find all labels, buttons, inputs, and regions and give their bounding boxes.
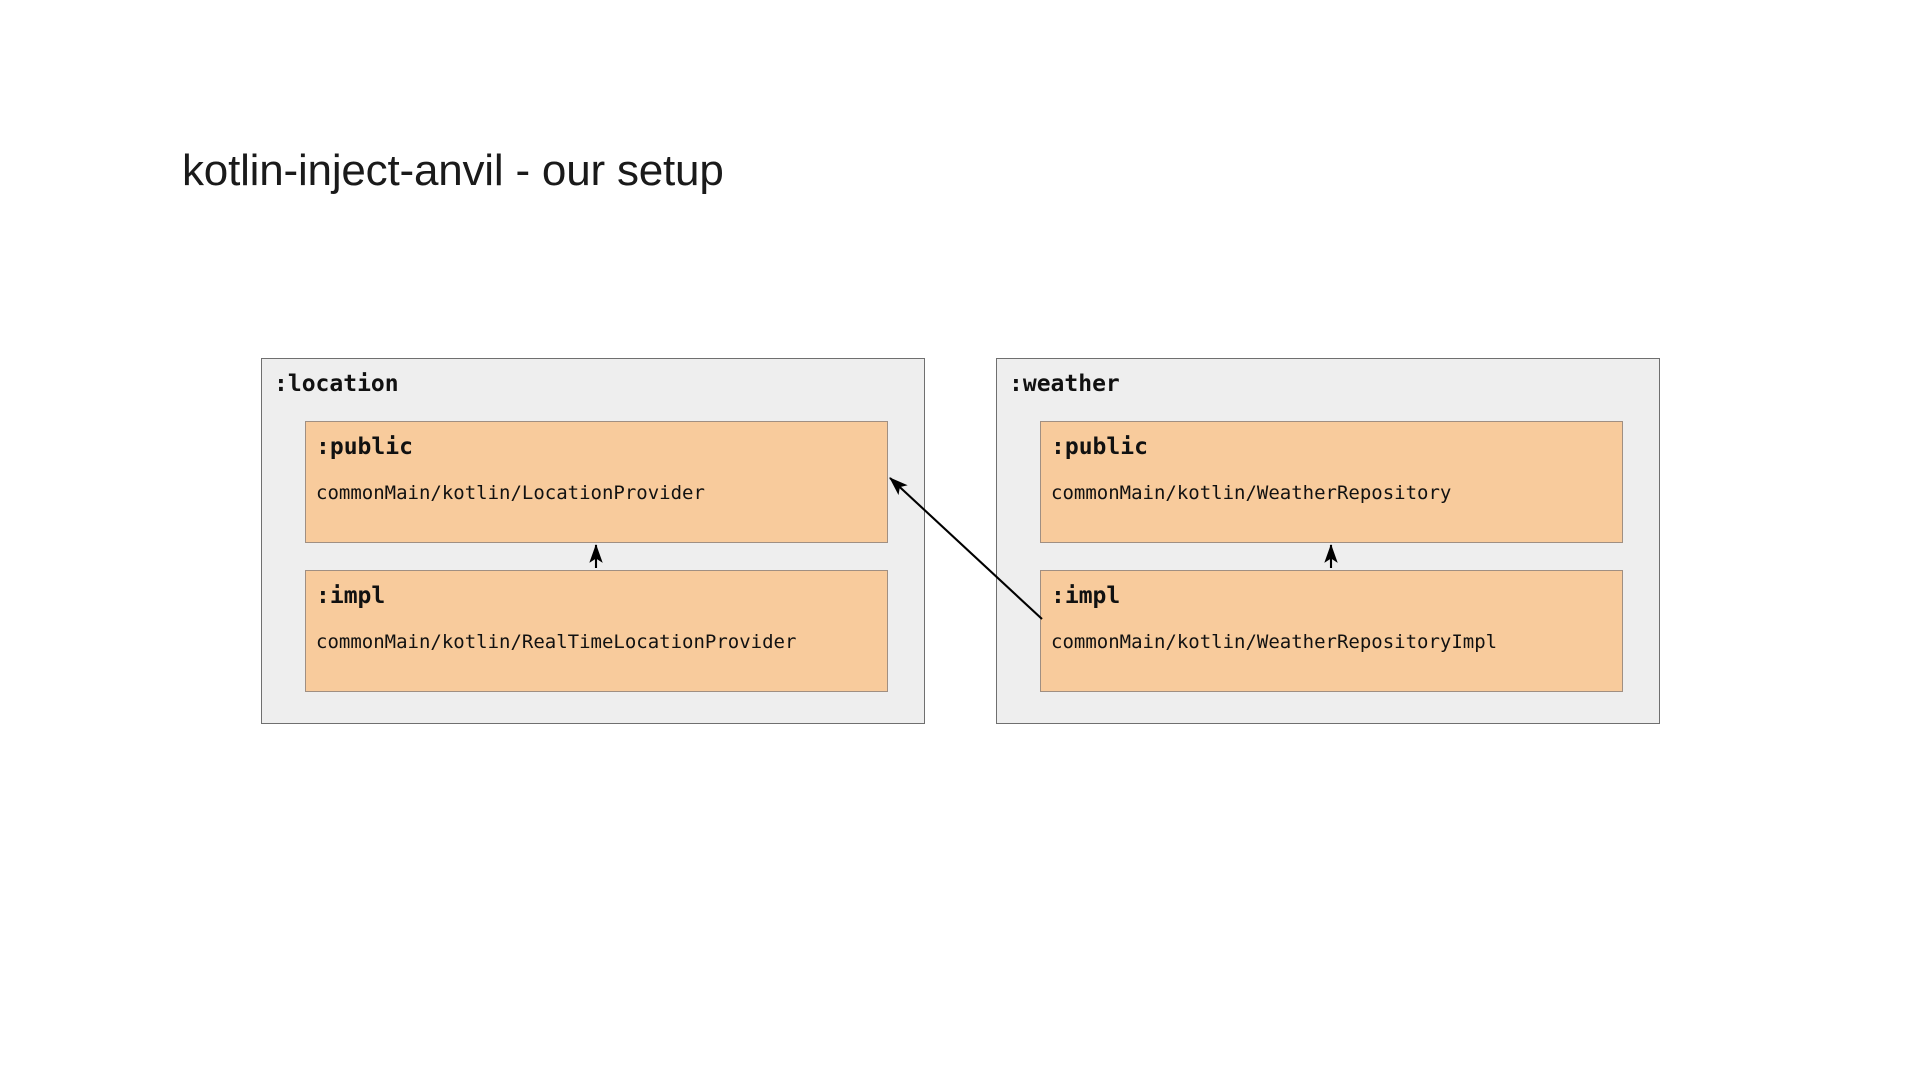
submodule-box-location-public[interactable]: :public commonMain/kotlin/LocationProvid… bbox=[305, 421, 888, 543]
submodule-path-weather-public: commonMain/kotlin/WeatherRepository bbox=[1051, 482, 1452, 504]
page-title: kotlin-inject-anvil - our setup bbox=[182, 146, 724, 195]
submodule-path-location-impl: commonMain/kotlin/RealTimeLocationProvid… bbox=[316, 631, 797, 653]
submodule-title-location-public: :public bbox=[316, 434, 413, 460]
submodule-box-weather-public[interactable]: :public commonMain/kotlin/WeatherReposit… bbox=[1040, 421, 1623, 543]
submodule-title-location-impl: :impl bbox=[316, 583, 386, 609]
submodule-box-weather-impl[interactable]: :impl commonMain/kotlin/WeatherRepositor… bbox=[1040, 570, 1623, 692]
module-box-location[interactable]: :location :public commonMain/kotlin/Loca… bbox=[261, 358, 925, 724]
module-label-location: :location bbox=[274, 371, 399, 397]
submodule-path-weather-impl: commonMain/kotlin/WeatherRepositoryImpl bbox=[1051, 631, 1498, 653]
submodule-title-weather-impl: :impl bbox=[1051, 583, 1121, 609]
submodule-title-weather-public: :public bbox=[1051, 434, 1148, 460]
module-box-weather[interactable]: :weather :public commonMain/kotlin/Weath… bbox=[996, 358, 1660, 724]
module-label-weather: :weather bbox=[1009, 371, 1120, 397]
submodule-box-location-impl[interactable]: :impl commonMain/kotlin/RealTimeLocation… bbox=[305, 570, 888, 692]
submodule-path-location-public: commonMain/kotlin/LocationProvider bbox=[316, 482, 705, 504]
